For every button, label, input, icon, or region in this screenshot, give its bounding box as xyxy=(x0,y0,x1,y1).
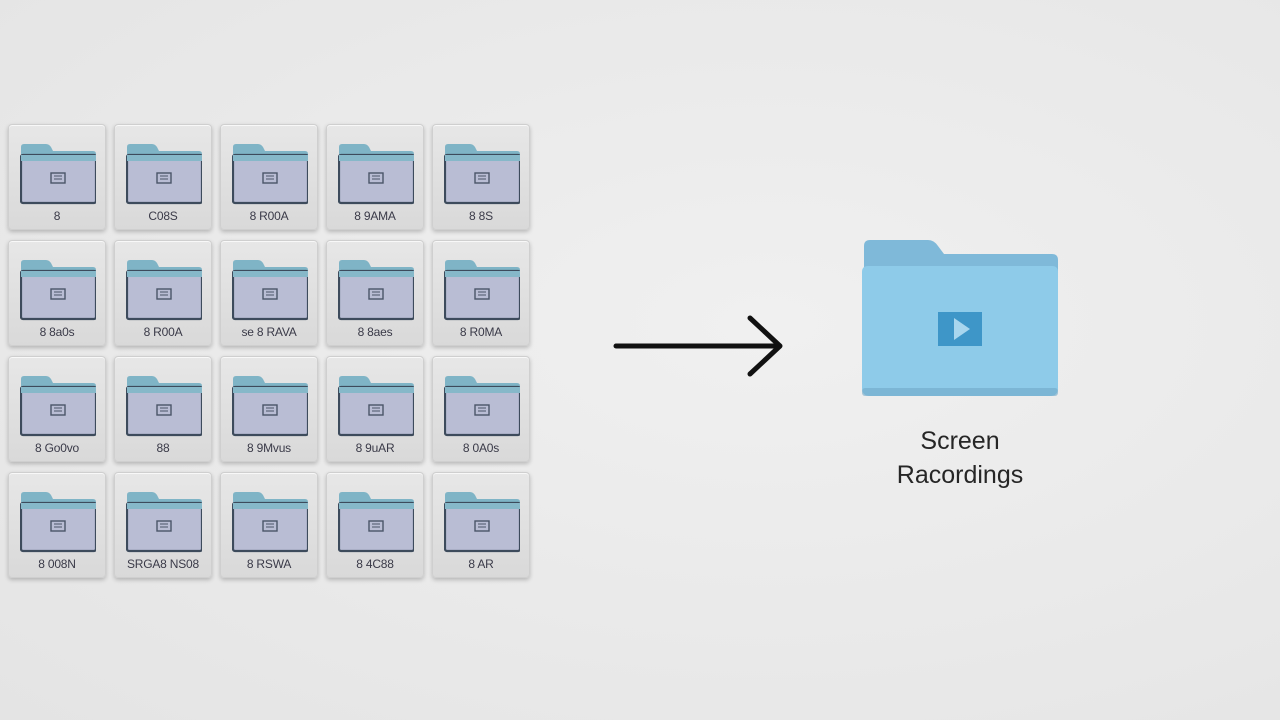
folder-tile[interactable]: se 8 RAVA xyxy=(220,240,318,346)
folder-icon xyxy=(338,143,414,205)
folder-tile[interactable]: 8 0A0s xyxy=(432,356,530,462)
folder-icon xyxy=(444,375,520,437)
destination-label-line2: Racordings xyxy=(896,461,1024,489)
folder-label: C08S xyxy=(148,209,178,223)
destination-label-line1: Screen xyxy=(920,427,1000,455)
folder-label: 8 8S xyxy=(469,209,493,223)
folder-label: 8 R0MA xyxy=(459,325,503,339)
folder-icon xyxy=(232,491,308,553)
folder-icon xyxy=(444,143,520,205)
folder-tile[interactable]: 8 AR xyxy=(432,472,530,578)
folder-tile[interactable]: 8 8S xyxy=(432,124,530,230)
folder-tile[interactable]: 8 4C88 xyxy=(326,472,424,578)
folder-icon xyxy=(232,143,308,205)
folder-tile[interactable]: 8 xyxy=(8,124,106,230)
folder-label: 8 AR xyxy=(468,557,494,571)
folder-icon xyxy=(338,259,414,321)
folder-grid: 8 C08S 8 R00A 8 9AMA 8 8S 8 8a0s 8 R00A se 8 RA… xyxy=(8,124,534,578)
video-folder-icon xyxy=(862,240,1058,396)
folder-label: 8 9uAR xyxy=(355,441,395,455)
folder-icon xyxy=(444,491,520,553)
folder-tile[interactable]: 88 xyxy=(114,356,212,462)
folder-label: 8 4C88 xyxy=(356,557,394,571)
folder-label: 8 Go0vo xyxy=(35,441,79,455)
destination-folder-label: Screen Racordings xyxy=(860,424,1060,492)
folder-icon xyxy=(126,143,202,205)
folder-tile[interactable]: 8 9AMA xyxy=(326,124,424,230)
folder-label: 88 xyxy=(156,441,170,455)
folder-tile[interactable]: 8 R00A xyxy=(114,240,212,346)
folder-icon xyxy=(20,143,96,205)
folder-tile[interactable]: 8 RSWA xyxy=(220,472,318,578)
folder-label: 8 9Mvus xyxy=(247,441,291,455)
folder-label: 8 8a0s xyxy=(39,325,75,339)
folder-label: 8 xyxy=(53,209,61,223)
folder-label: SRGA8 NS08 xyxy=(126,557,200,571)
folder-label: 8 R00A xyxy=(249,209,289,223)
folder-tile[interactable]: SRGA8 NS08 xyxy=(114,472,212,578)
folder-label: 8 8aes xyxy=(357,325,393,339)
arrow-right-icon xyxy=(613,315,783,377)
folder-label: 8 0A0s xyxy=(462,441,500,455)
folder-icon xyxy=(232,375,308,437)
folder-icon xyxy=(126,375,202,437)
folder-tile[interactable]: 8 Go0vo xyxy=(8,356,106,462)
folder-tile[interactable]: 8 9uAR xyxy=(326,356,424,462)
folder-icon xyxy=(20,375,96,437)
folder-tile[interactable]: 8 8a0s xyxy=(8,240,106,346)
folder-tile[interactable]: 8 008N xyxy=(8,472,106,578)
folder-icon xyxy=(444,259,520,321)
folder-tile[interactable]: 8 R00A xyxy=(220,124,318,230)
folder-tile[interactable]: 8 8aes xyxy=(326,240,424,346)
folder-label: 8 RSWA xyxy=(246,557,292,571)
folder-icon xyxy=(126,259,202,321)
folder-icon xyxy=(338,491,414,553)
folder-icon xyxy=(126,491,202,553)
folder-icon xyxy=(20,259,96,321)
folder-label: 8 008N xyxy=(38,557,76,571)
folder-tile[interactable]: C08S xyxy=(114,124,212,230)
folder-icon xyxy=(338,375,414,437)
folder-icon xyxy=(232,259,308,321)
folder-icon xyxy=(20,491,96,553)
folder-tile[interactable]: 8 R0MA xyxy=(432,240,530,346)
folder-tile[interactable]: 8 9Mvus xyxy=(220,356,318,462)
screen-recordings-folder[interactable] xyxy=(858,236,1062,400)
folder-label: 8 R00A xyxy=(143,325,183,339)
folder-label: 8 9AMA xyxy=(354,209,396,223)
folder-label: se 8 RAVA xyxy=(241,325,297,339)
